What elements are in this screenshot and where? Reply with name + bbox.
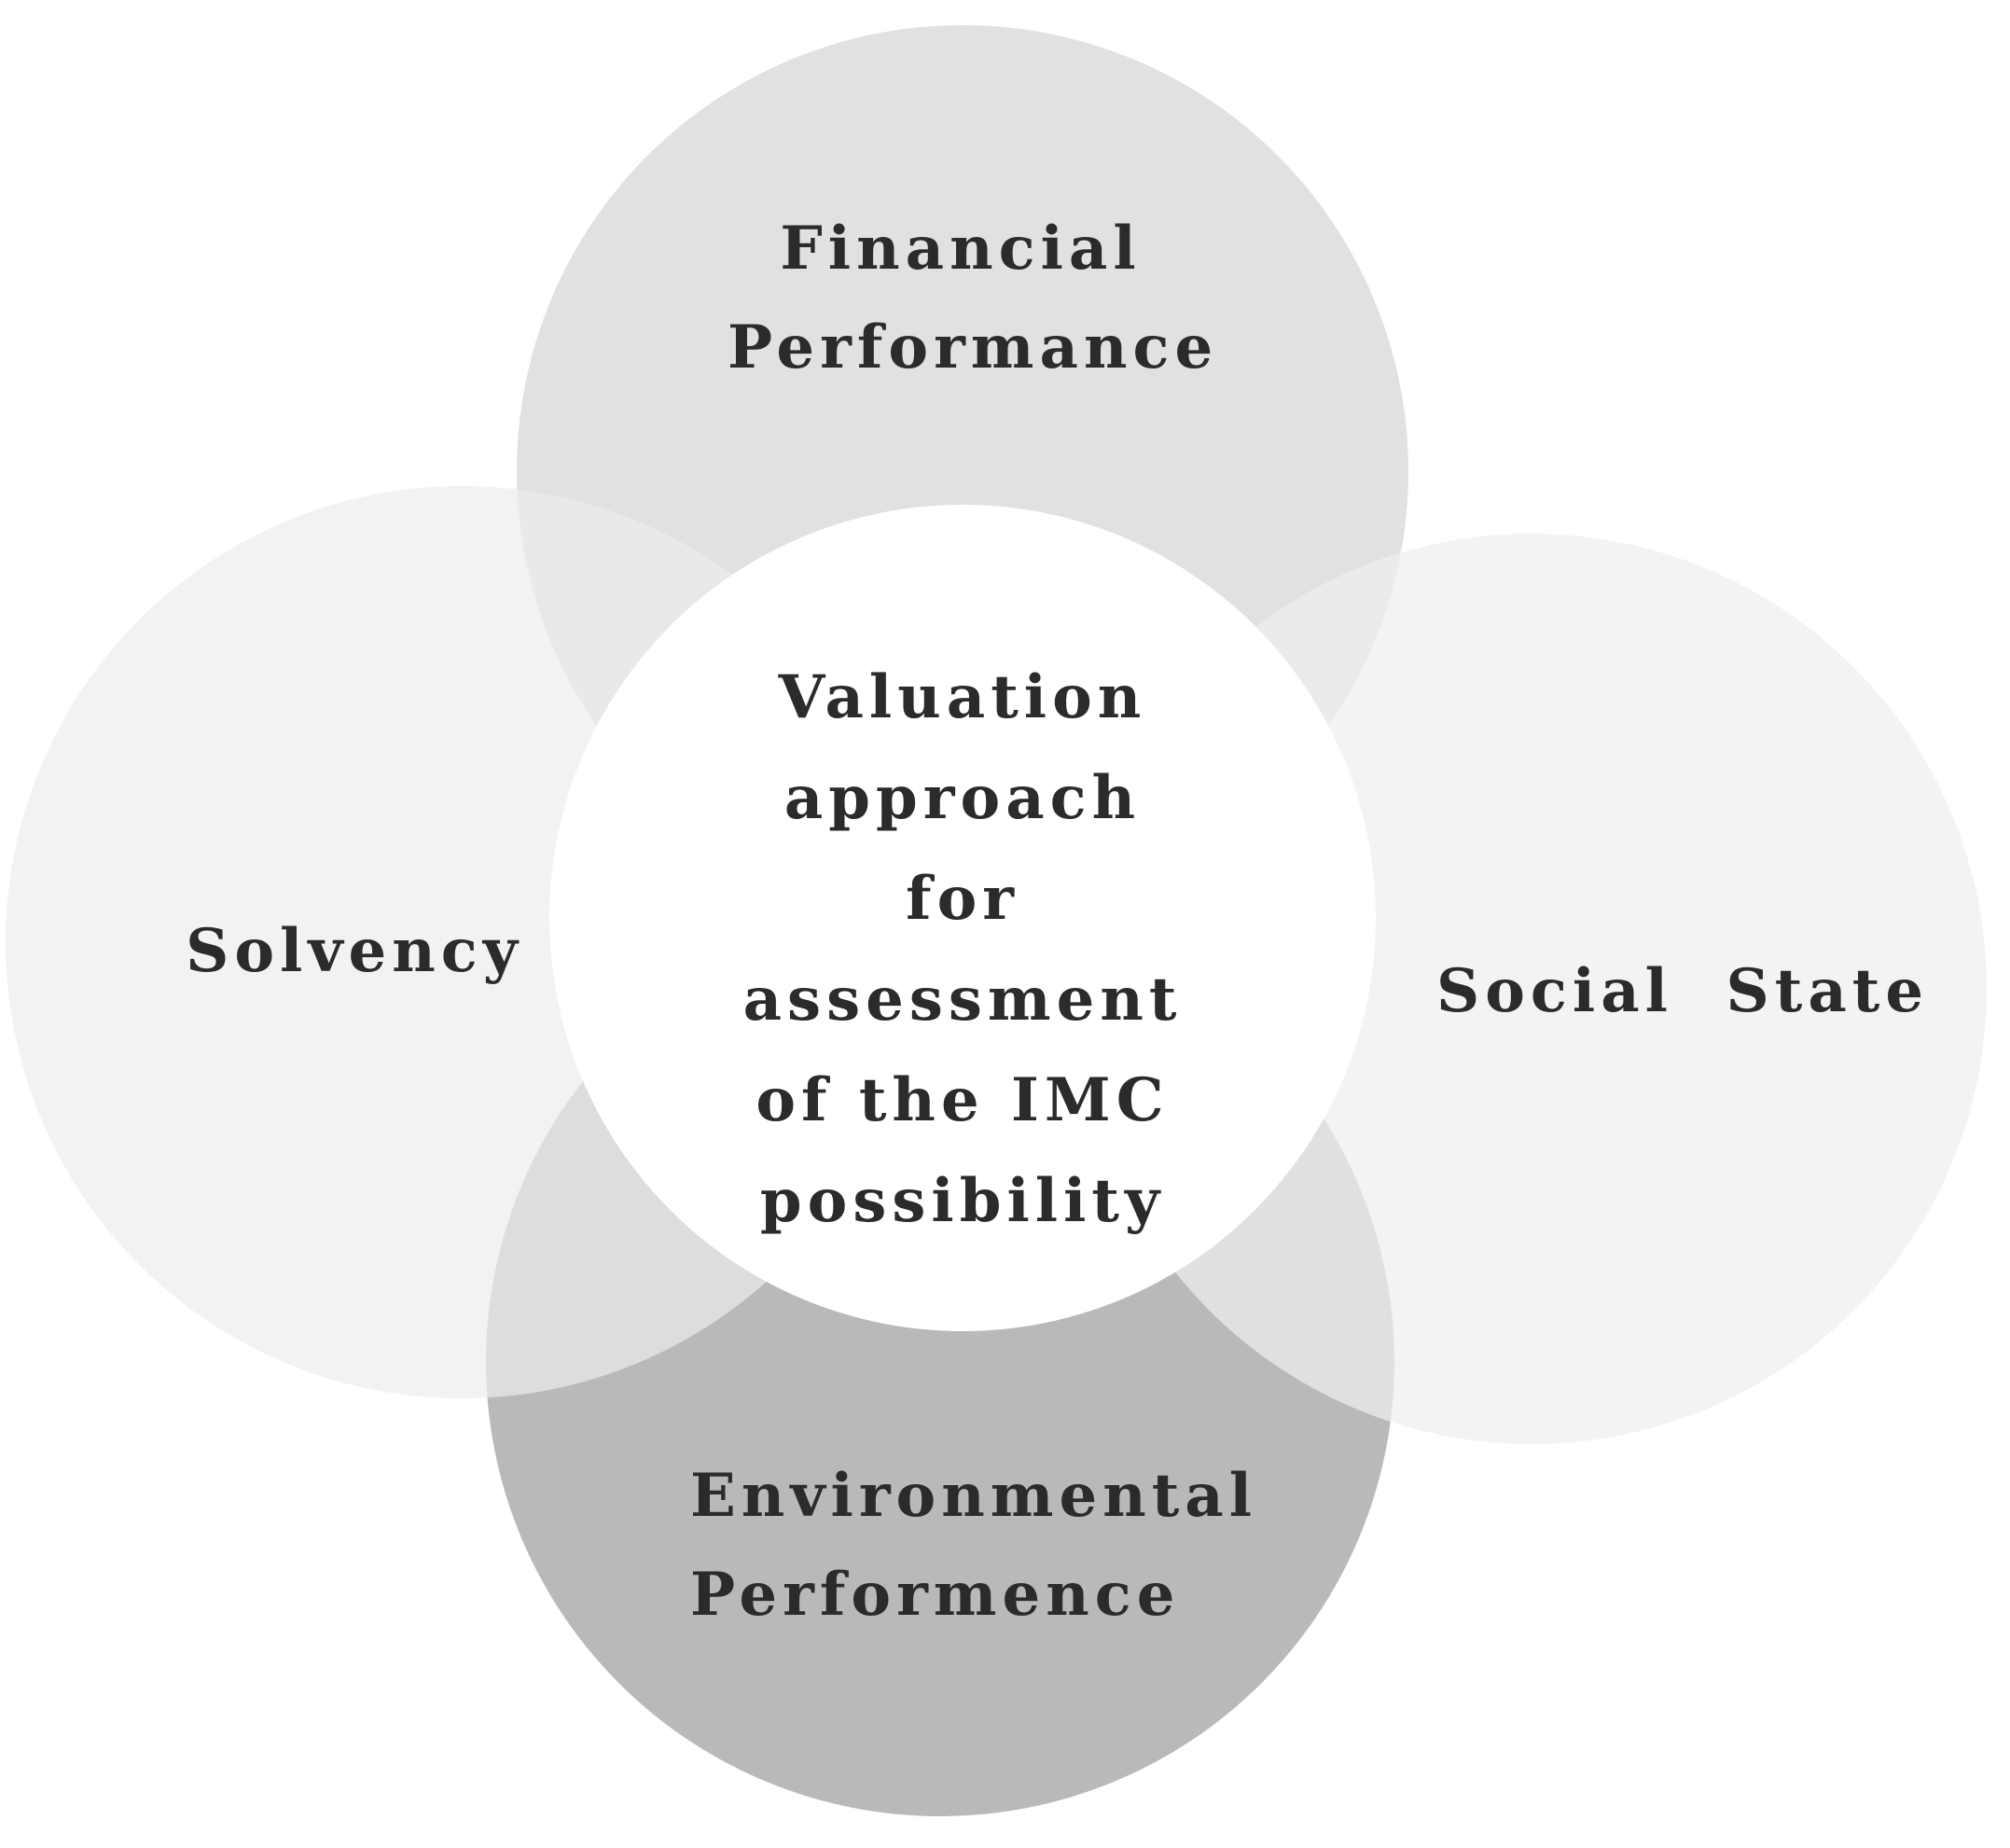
financial-label-line-1: Financial <box>780 214 1142 284</box>
financial-performance-label: Financial Performance <box>728 214 1219 382</box>
center-label-line-5: of the IMC <box>755 1065 1170 1135</box>
financial-label-line-2: Performance <box>728 313 1219 382</box>
social-label-line-1: Social State <box>1436 956 1930 1026</box>
environmental-label-line-1: Environmental <box>690 1461 1258 1531</box>
solvency-label-line-1: Solvency <box>186 916 523 986</box>
environmental-label-line-2: Performence <box>690 1560 1181 1630</box>
center-label-line-2: approach <box>783 763 1142 833</box>
center-label: Valuation approach for assessment of the… <box>729 668 1196 1231</box>
center-label-line-4: assessment <box>742 965 1183 1035</box>
center-label-line-6: possibility <box>759 1166 1166 1236</box>
solvency-label: Solvency <box>177 922 532 981</box>
center-label-line-3: for <box>906 864 1019 934</box>
center-label-line-1: Valuation <box>778 662 1147 732</box>
social-state-label: Social State <box>1436 956 1930 1026</box>
environmental-performance-label: Environmental Performence <box>690 1461 1258 1630</box>
valuation-approach-center-circle <box>549 505 1376 1331</box>
